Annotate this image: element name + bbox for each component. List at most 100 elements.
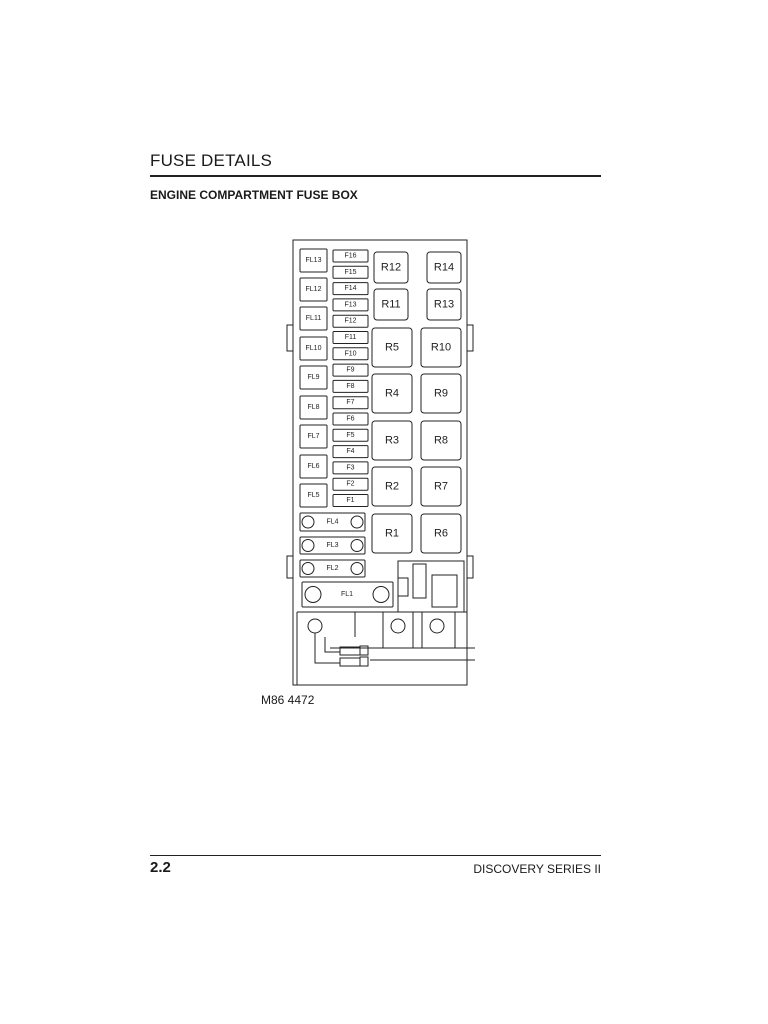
fuse-f5 [332, 428, 369, 442]
fusible-link-terminal-fl3-left [301, 539, 315, 552]
fuse-f1 [332, 494, 369, 507]
fusible-link-label-fl2: FL2 [326, 565, 338, 572]
terminal-stud-1 [307, 618, 323, 634]
fusible-link-fl2 [299, 559, 366, 578]
mounting-lug-right-upper [466, 324, 474, 352]
fusible-link-label-fl13: FL13 [306, 257, 322, 264]
relay-r9 [420, 373, 462, 414]
fuse-f4 [332, 445, 369, 459]
fuse-f15 [332, 265, 369, 279]
relay-r6 [420, 513, 462, 554]
main-connector-housing [397, 560, 465, 613]
relay-label-r9: R9 [434, 388, 448, 400]
fusible-link-label-fl5: FL5 [307, 492, 319, 499]
mounting-lug-left-upper [286, 324, 294, 352]
fusible-link-label-fl4: FL4 [326, 519, 338, 526]
fusible-link-terminal-fl1-right [372, 586, 390, 603]
fusible-link-terminal-fl3-right [350, 539, 364, 552]
mounting-lug-left-lower [286, 555, 294, 579]
relay-r7 [420, 466, 462, 507]
fuse-label-f3: F3 [346, 464, 354, 471]
cable-connector-lower [339, 657, 361, 667]
relay-r1 [371, 513, 413, 554]
relay-r8 [420, 420, 462, 461]
terminal-stud-3 [429, 618, 445, 634]
relay-r2 [371, 466, 413, 507]
fuse-f14 [332, 282, 369, 296]
fuse-label-f15: F15 [344, 269, 356, 276]
fuse-label-f14: F14 [344, 285, 356, 292]
section-heading: ENGINE COMPARTMENT FUSE BOX [150, 188, 358, 202]
fuse-label-f5: F5 [346, 432, 354, 439]
fusible-link-fl11 [299, 306, 328, 331]
fusible-link-terminal-fl1-left [304, 586, 322, 603]
fusible-link-fl7 [299, 424, 328, 449]
relay-label-r3: R3 [385, 435, 399, 447]
relay-r12 [373, 251, 409, 284]
fuse-label-f1: F1 [346, 497, 354, 504]
relay-r11 [373, 288, 409, 321]
relay-label-r2: R2 [385, 481, 399, 493]
fusible-link-fl9 [299, 365, 328, 390]
fusible-link-fl4 [299, 512, 366, 532]
relay-label-r8: R8 [434, 435, 448, 447]
relay-label-r6: R6 [434, 528, 448, 540]
fusible-link-fl1 [301, 581, 394, 608]
fuse-label-f2: F2 [346, 481, 354, 488]
fuse-f11 [332, 331, 369, 344]
fuse-f12 [332, 314, 369, 328]
figure-reference: M86 4472 [261, 693, 315, 707]
relay-label-r4: R4 [385, 388, 399, 400]
relay-label-r1: R1 [385, 528, 399, 540]
fusible-link-terminal-fl2-right [350, 562, 364, 575]
fusible-link-fl10 [299, 336, 328, 361]
fusible-link-terminal-fl4-right [350, 515, 364, 529]
fusible-link-label-fl7: FL7 [307, 433, 319, 440]
fuse-label-f13: F13 [344, 301, 356, 308]
relay-r5 [371, 327, 413, 368]
fuse-f7 [332, 396, 369, 410]
fuse-label-f6: F6 [346, 416, 354, 423]
fusible-link-fl6 [299, 454, 328, 479]
fuse-f10 [332, 347, 369, 361]
relay-r4 [371, 373, 413, 414]
fuse-f13 [332, 298, 369, 312]
fusible-link-label-fl6: FL6 [307, 463, 319, 470]
fuse-label-f11: F11 [345, 334, 357, 341]
fuse-f6 [332, 412, 369, 426]
terminal-stud-2 [390, 618, 406, 634]
relay-label-r7: R7 [434, 481, 448, 493]
fuse-box-housing [292, 239, 468, 686]
fusible-link-label-fl3: FL3 [326, 542, 338, 549]
fuse-label-f9: F9 [346, 367, 354, 374]
title-divider [150, 175, 601, 177]
page-title: FUSE DETAILS [150, 151, 273, 170]
fusible-link-fl13 [299, 248, 328, 273]
fuse-f9 [332, 363, 369, 377]
fusible-link-fl3 [299, 536, 366, 555]
relay-label-r10: R10 [431, 342, 451, 354]
fusible-link-fl5 [299, 483, 328, 508]
relay-label-r14: R14 [434, 262, 454, 274]
fusible-link-label-fl10: FL10 [306, 345, 322, 352]
fusible-link-fl8 [299, 395, 328, 420]
fuse-f16 [332, 249, 369, 263]
fusible-link-label-fl11: FL11 [306, 315, 322, 322]
relay-label-r12: R12 [381, 262, 401, 274]
fuse-label-f4: F4 [346, 448, 354, 455]
fusible-link-terminal-fl2-left [301, 562, 315, 575]
relay-r14 [426, 251, 462, 284]
fusible-link-label-fl8: FL8 [307, 404, 319, 411]
relay-label-r5: R5 [385, 342, 399, 354]
relay-label-r13: R13 [434, 299, 454, 311]
page-number: 2.2 [150, 859, 171, 876]
fuse-label-f7: F7 [346, 399, 354, 406]
fuse-f8 [332, 379, 369, 393]
fuse-label-f10: F10 [344, 350, 356, 357]
fuse-label-f12: F12 [344, 318, 356, 325]
fusible-link-terminal-fl4-left [301, 515, 315, 529]
fuse-f3 [332, 461, 369, 475]
relay-label-r11: R11 [381, 299, 400, 311]
footer-divider [150, 855, 601, 856]
fuse-f2 [332, 477, 369, 491]
